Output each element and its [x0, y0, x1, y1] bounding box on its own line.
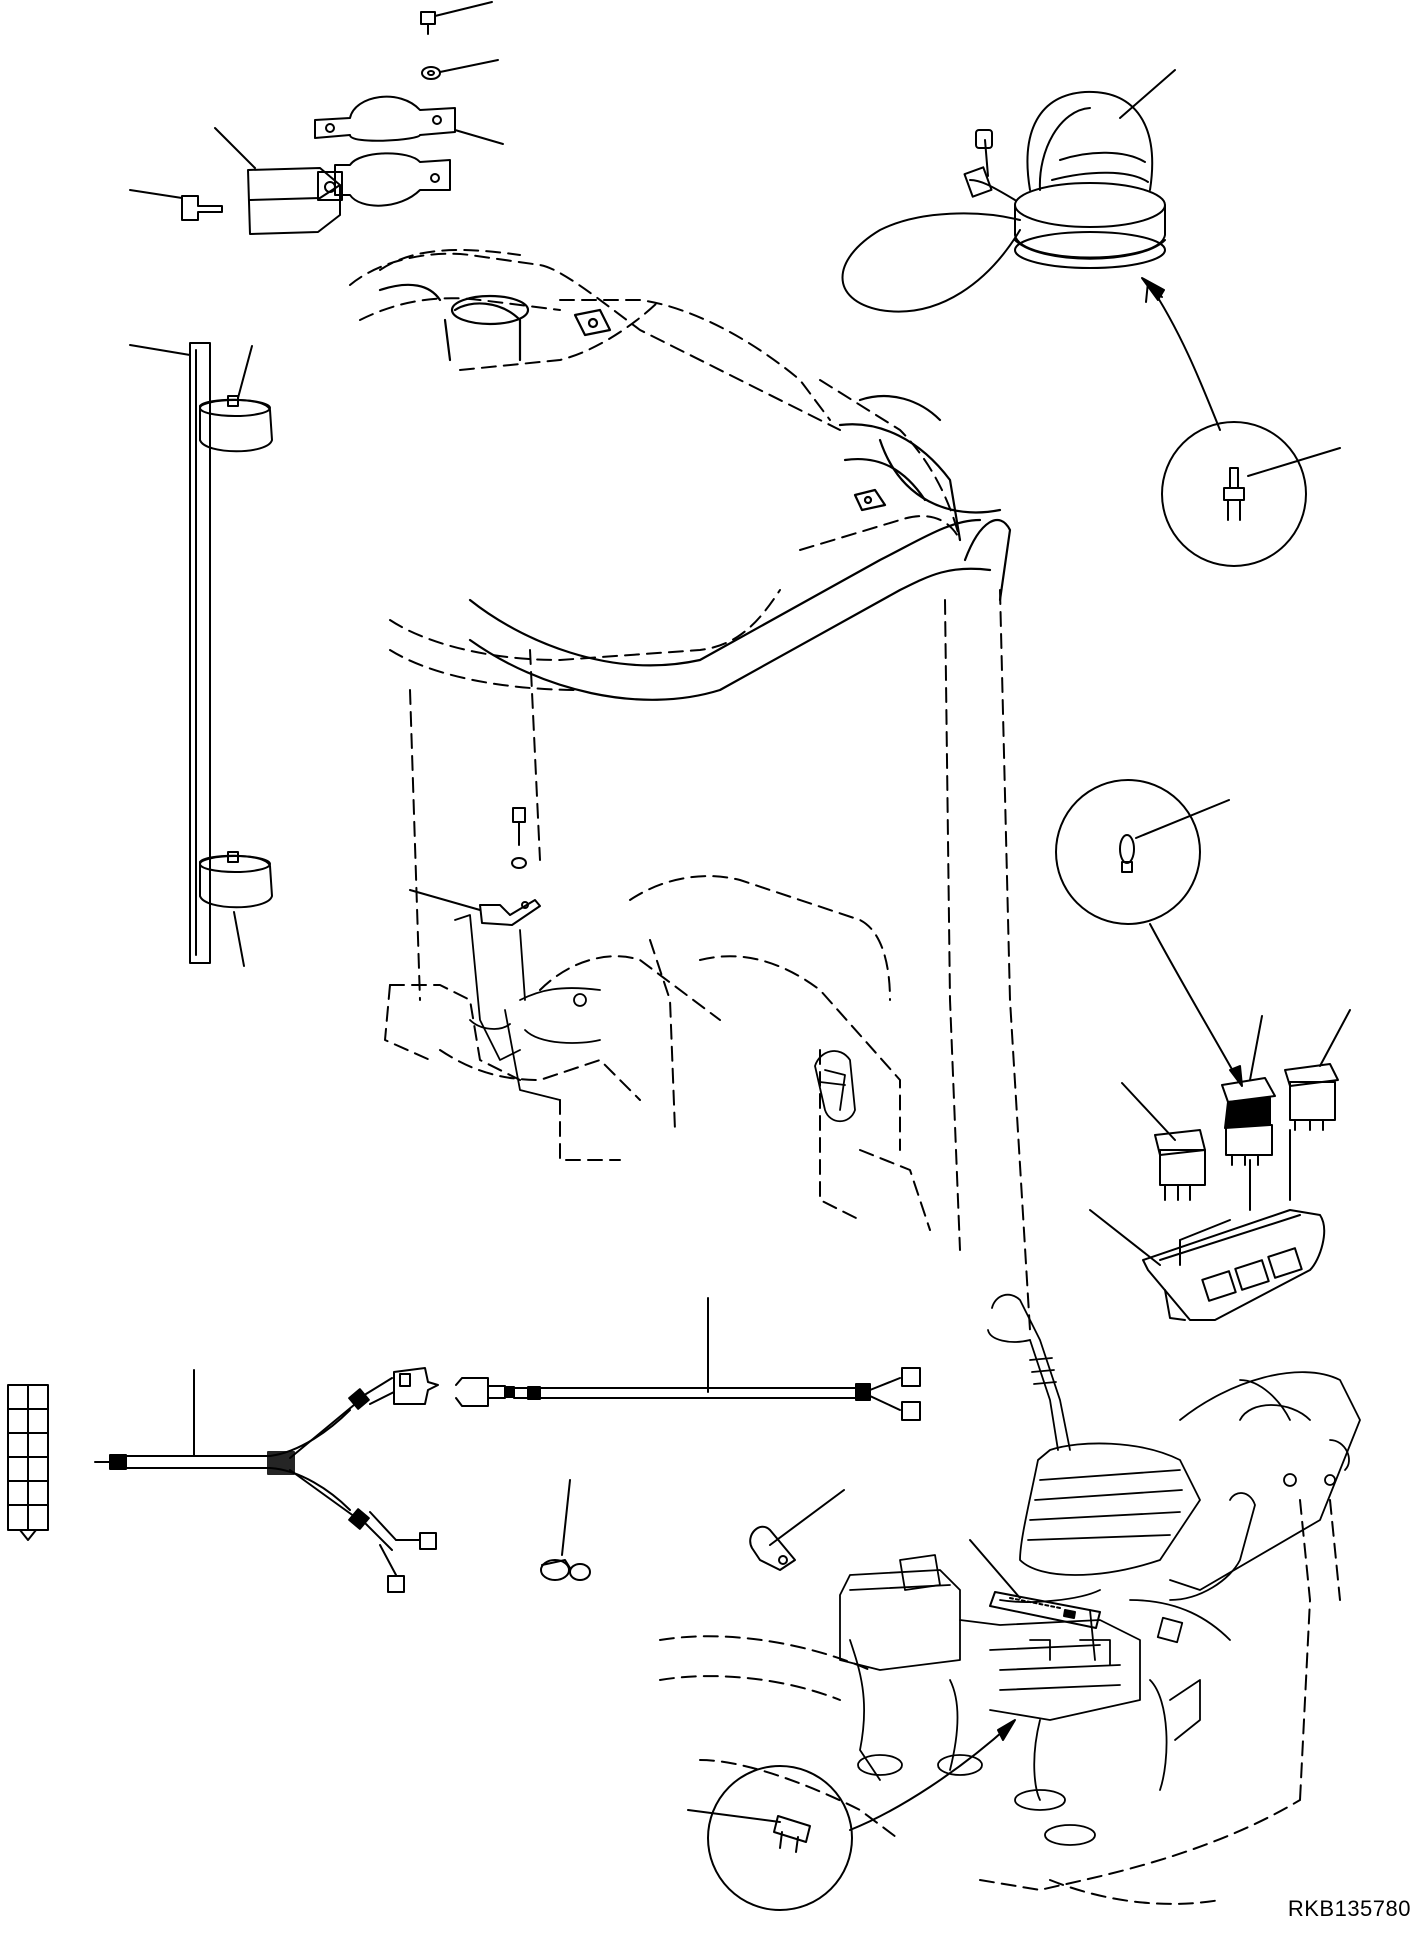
halogen-bulb — [1161, 421, 1341, 567]
cable-clip — [749, 1489, 845, 1571]
rocker-switch-right — [1284, 1009, 1351, 1131]
pole-clamp-upper — [199, 345, 273, 453]
wiring-harness-extension — [455, 1297, 921, 1421]
wiring-harness-main — [7, 1367, 439, 1593]
cab-frame-outline — [349, 249, 1341, 1905]
rocker-switch-center — [1221, 1015, 1276, 1166]
bolt-top — [420, 1, 493, 35]
cab-bracket — [409, 807, 541, 926]
switch-bulb-arrow — [1149, 923, 1243, 1087]
bracket-clamp — [314, 95, 504, 207]
blade-fuse — [687, 1765, 853, 1911]
switch-bulb — [1055, 779, 1230, 925]
fuse-arrow — [849, 1719, 1016, 1831]
cab-body — [454, 914, 856, 1123]
fuse-box-assembly — [839, 1554, 1231, 1846]
pin-connector — [129, 189, 223, 221]
rotating-beacon-lamp — [841, 69, 1176, 313]
rocker-switch-left — [1121, 1082, 1206, 1201]
washer-top — [421, 59, 499, 80]
control-lever-console — [987, 1293, 1361, 1603]
beacon-mount-box — [214, 127, 343, 235]
rollbar-tube — [378, 283, 1012, 701]
mounting-pole — [129, 342, 211, 964]
fuse-label — [969, 1539, 1101, 1629]
pole-clamp-lower — [199, 851, 273, 967]
reference-code: RKB135780 — [1287, 1896, 1411, 1921]
switch-panel — [1089, 1129, 1326, 1321]
hose-clip — [540, 1479, 591, 1581]
beacon-bulb-arrow — [1141, 277, 1221, 431]
